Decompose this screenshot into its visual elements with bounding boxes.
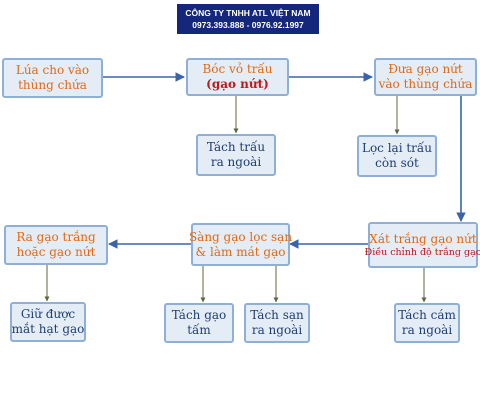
step-dua-gao-nut: Đưa gạo nứt vào thùng chứa — [374, 58, 477, 96]
output-tach-san-line2: ra ngoài — [251, 323, 303, 337]
output-tach-trau-line1: Tách trấu — [206, 140, 266, 154]
step-dua-gao-nut-line1: Đưa gạo nứt — [388, 62, 463, 76]
step-boc-vo-trau-line1: Bóc vỏ trấu — [202, 62, 273, 76]
step-sang-gao-line2: & làm mát gạo — [195, 244, 286, 259]
step-lua-cho-vao-line2: thùng chứa — [18, 78, 87, 92]
output-loc-lai-trau-line2: còn sót — [375, 156, 419, 170]
step-xat-trang-line1: Xát trắng gạo nứt — [369, 231, 477, 246]
output-giu-duoc: Giữ được mắt hạt gạo — [10, 302, 86, 342]
output-tach-san: Tách sạn ra ngoài — [244, 303, 310, 343]
step-ra-gao-line1: Ra gạo trắng — [16, 230, 96, 244]
step-sang-gao-line1: Sàng gạo lọc sạn — [188, 229, 293, 244]
output-tach-trau: Tách trấu ra ngoài — [196, 134, 276, 176]
output-tach-san-line1: Tách sạn — [250, 308, 304, 322]
output-tach-gao-tam: Tách gạo tấm — [164, 303, 234, 343]
step-ra-gao-line2: hoặc gạo nứt — [16, 245, 96, 259]
step-lua-cho-vao: Lúa cho vào thùng chứa — [2, 58, 103, 98]
output-tach-gao-tam-line1: Tách gạo — [171, 308, 227, 322]
output-loc-lai-trau-line1: Lọc lại trấu — [361, 141, 432, 155]
output-giu-duoc-line1: Giữ được — [20, 307, 76, 321]
output-tach-trau-line2: ra ngoài — [210, 155, 262, 169]
step-sang-gao: Sàng gạo lọc sạn & làm mát gạo — [188, 223, 293, 266]
company-header: CÔNG TY TNHH ATL VIỆT NAM 0973.393.888 -… — [177, 4, 319, 34]
output-loc-lai-trau: Lọc lại trấu còn sót — [357, 135, 437, 177]
company-phones: 0973.393.888 - 0976.92.1997 — [192, 20, 304, 30]
step-xat-trang-line2: Điều chỉnh độ trắng gạo — [364, 246, 480, 258]
step-boc-vo-trau-line2: (gạo nứt) — [206, 77, 269, 91]
company-name: CÔNG TY TNHH ATL VIỆT NAM — [185, 8, 311, 18]
output-tach-cam-line2: ra ngoài — [401, 323, 453, 337]
output-tach-gao-tam-line2: tấm — [187, 323, 211, 337]
step-xat-trang: Xát trắng gạo nứt Điều chỉnh độ trắng gạ… — [364, 222, 480, 268]
output-giu-duoc-line2: mắt hạt gạo — [11, 322, 85, 336]
step-ra-gao: Ra gạo trắng hoặc gạo nứt — [4, 225, 108, 265]
output-tach-cam: Tách cám ra ngoài — [394, 303, 460, 343]
step-dua-gao-nut-line2: vào thùng chứa — [378, 77, 473, 91]
step-boc-vo-trau: Bóc vỏ trấu (gạo nứt) — [186, 58, 289, 96]
step-lua-cho-vao-line1: Lúa cho vào — [15, 63, 90, 77]
output-tach-cam-line1: Tách cám — [398, 308, 456, 322]
